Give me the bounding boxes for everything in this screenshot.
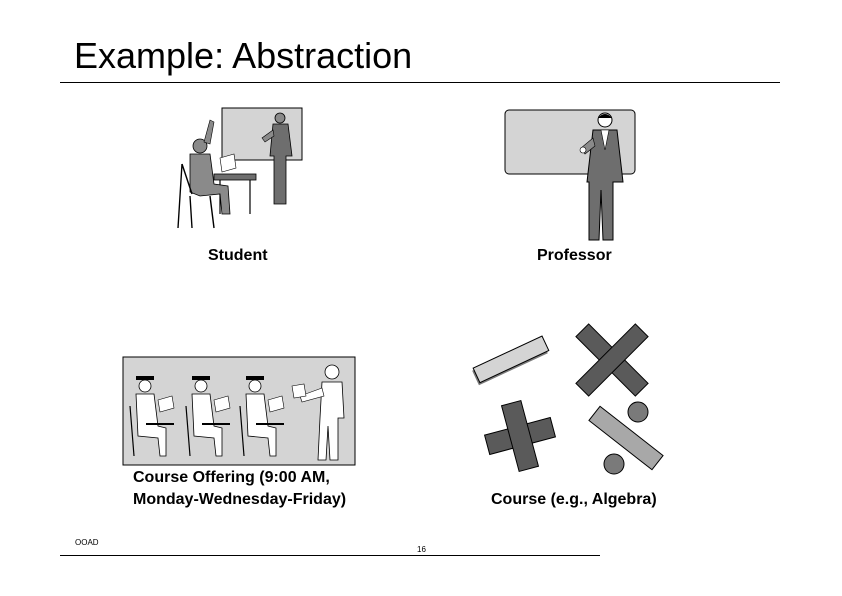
student-book: [219, 153, 237, 173]
course-label: Course (e.g., Algebra): [491, 491, 657, 508]
course-offering-label-line2: Monday-Wednesday-Friday): [133, 491, 347, 508]
course-offering-label-line1: Course Offering (9:00 AM,: [133, 469, 330, 486]
footer-divider: [60, 555, 600, 556]
lecturer-figure: [291, 364, 345, 461]
student-raised-arm: [203, 119, 215, 145]
desk-top: [213, 173, 257, 181]
student-label: Student: [208, 247, 268, 264]
footer-left-text: OOAD: [75, 538, 99, 547]
times-icon: [575, 323, 649, 397]
course-offering-illustration: [122, 356, 356, 466]
slide-title: Example: Abstraction: [74, 35, 413, 76]
teacher-arm: [261, 129, 275, 143]
math-symbols-illustration: [472, 323, 664, 475]
teacher-head: [274, 112, 286, 124]
student-body: [189, 153, 231, 215]
professor-illustration: [504, 109, 636, 241]
student-head: [192, 138, 208, 154]
professor-body: [586, 129, 624, 241]
teacher-body: [269, 123, 293, 205]
professor-hair: [598, 114, 612, 118]
seated-student-3: [239, 376, 285, 457]
student-illustration: [177, 107, 303, 229]
professor-label: Professor: [537, 247, 612, 264]
professor-shirt: [600, 129, 610, 151]
page-number: 16: [417, 545, 426, 554]
plus-icon: [483, 399, 557, 473]
title-divider: [60, 82, 780, 83]
percent-icon: [588, 401, 664, 475]
professor-hand: [579, 146, 587, 154]
minus-icon: [472, 335, 550, 386]
seated-student-1: [129, 376, 175, 457]
seated-student-2: [185, 376, 231, 457]
